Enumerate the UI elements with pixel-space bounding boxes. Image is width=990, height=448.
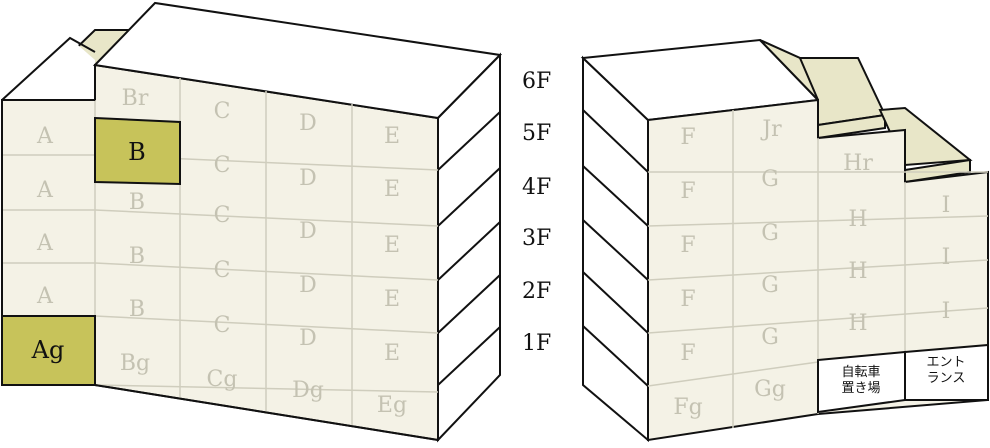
unit-label: C	[214, 153, 231, 178]
unit-label: I	[942, 193, 951, 218]
unit-label: I	[942, 245, 951, 270]
unit-label: H	[848, 207, 867, 232]
unit-label: Jr	[760, 117, 782, 142]
floor-label-3f: 3F	[522, 226, 551, 251]
bicycle-parking-label-line1: 自転車	[841, 365, 880, 380]
left-side-wall	[437, 52, 501, 443]
ground-facilities	[817, 343, 989, 414]
entrance-label-line2: ランス	[927, 371, 966, 386]
left-end-edge	[1, 36, 96, 101]
unit-label: C	[214, 313, 231, 338]
unit-label: D	[299, 111, 317, 136]
unit-label: E	[384, 287, 400, 312]
unit-label: Fg	[673, 395, 702, 420]
unit-label: A	[36, 284, 54, 309]
unit-label: G	[761, 325, 779, 350]
right-unit-labels: F Jr F G Hr F G H I F G H I F G H I Fg G…	[673, 117, 965, 420]
unit-label: E	[384, 177, 400, 202]
unit-label: A	[36, 231, 54, 256]
unit-label: Hr	[843, 151, 873, 176]
unit-label: C	[214, 203, 231, 228]
unit-label: F	[680, 287, 695, 312]
unit-label: D	[299, 219, 317, 244]
floor-labels: 6F 5F 4F 3F 2F 1F	[522, 69, 551, 356]
unit-label: F	[680, 233, 695, 258]
unit-label: H	[848, 259, 867, 284]
unit-label: Dg	[292, 378, 324, 403]
unit-label: Bg	[120, 351, 150, 376]
unit-label: F	[680, 125, 695, 150]
unit-label: A	[36, 124, 54, 149]
unit-label-selected[interactable]: Ag	[31, 336, 65, 364]
bicycle-parking-label-line2: 置き場	[841, 381, 880, 396]
unit-label: B	[129, 244, 145, 269]
entrance-label-line1: エント	[926, 355, 965, 370]
unit-label: F	[680, 179, 695, 204]
unit-label: E	[384, 124, 400, 149]
floor-label-6f: 6F	[522, 69, 551, 94]
unit-label: I	[942, 299, 951, 324]
unit-label: C	[214, 258, 231, 283]
unit-label: G	[761, 167, 779, 192]
entrance-box	[904, 343, 989, 401]
unit-label: E	[384, 233, 400, 258]
unit-label: A	[36, 178, 54, 203]
unit-label: G	[761, 273, 779, 298]
unit-label-selected[interactable]: B	[128, 138, 146, 166]
unit-label: F	[680, 341, 695, 366]
unit-label: E	[384, 341, 400, 366]
unit-label: Br	[122, 86, 149, 111]
floor-label-1f: 1F	[522, 331, 551, 356]
unit-label: Gg	[754, 377, 786, 402]
unit-b-5f-highlight[interactable]	[94, 116, 181, 186]
unit-label: D	[299, 166, 317, 191]
unit-label: B	[129, 190, 145, 215]
unit-label: Eg	[377, 393, 407, 418]
left-building	[1, 1, 503, 443]
floor-label-4f: 4F	[522, 175, 551, 200]
floor-label-5f: 5F	[522, 121, 551, 146]
unit-label: D	[299, 326, 317, 351]
unit-label: G	[761, 221, 779, 246]
right-grid	[647, 110, 989, 428]
unit-label: D	[299, 273, 317, 298]
unit-label: B	[129, 297, 145, 322]
left-unit-labels: Br C D E A B C D E A B C D E A B C D E A…	[31, 86, 407, 418]
unit-label: C	[214, 99, 231, 124]
unit-label: H	[848, 311, 867, 336]
unit-label: Cg	[207, 367, 238, 392]
floor-label-2f: 2F	[522, 279, 551, 304]
